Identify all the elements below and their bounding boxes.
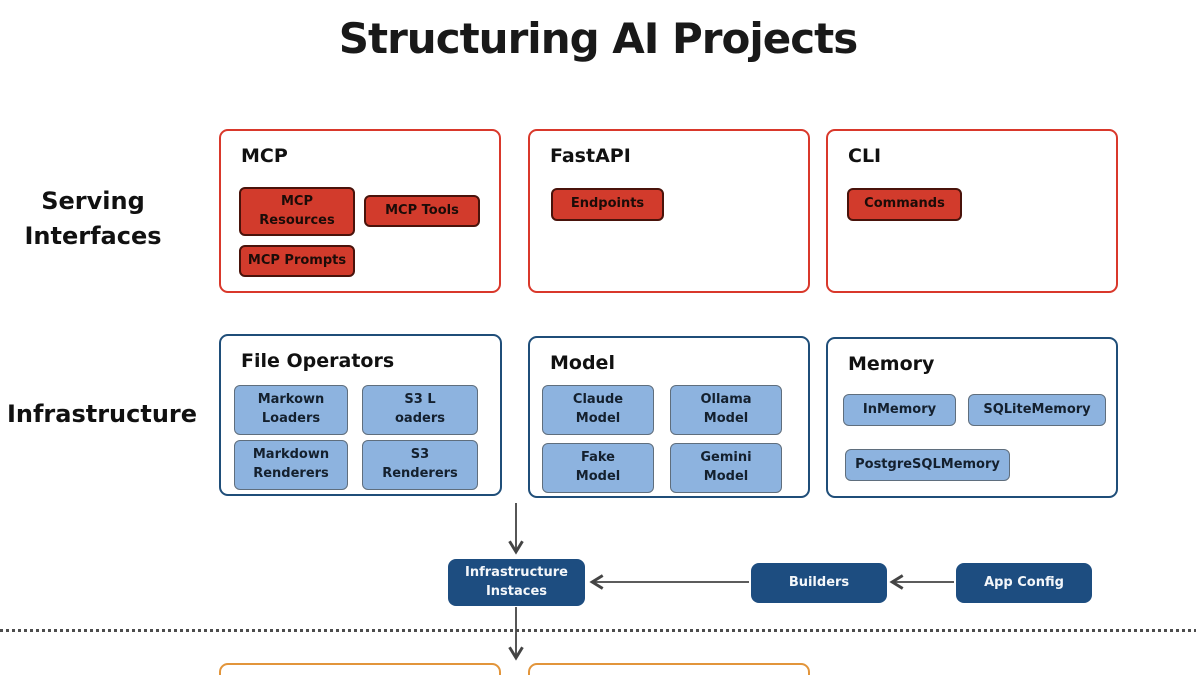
chip-gemini-model: Gemini Model bbox=[670, 443, 782, 493]
chip-ollama-model: Ollama Model bbox=[670, 385, 782, 435]
flow-box-infrastructure-instances: Infrastructure Instaces bbox=[448, 559, 585, 606]
group-box-cli: CLI Commands bbox=[826, 129, 1118, 293]
group-title-model: Model bbox=[550, 352, 615, 374]
row-label-infrastructure: Infrastructure bbox=[6, 400, 198, 428]
chip-markdown-renderers: Markdown Renderers bbox=[234, 440, 348, 490]
chip-postgresqlmemory: PostgreSQLMemory bbox=[845, 449, 1010, 481]
group-title-cli: CLI bbox=[848, 145, 882, 167]
group-box-memory: Memory InMemory SQLiteMemory PostgreSQLM… bbox=[826, 337, 1118, 498]
group-title-fastapi: FastAPI bbox=[550, 145, 631, 167]
chip-inmemory: InMemory bbox=[843, 394, 956, 426]
row-label-serving-interfaces: Serving Interfaces bbox=[24, 187, 162, 250]
chip-claude-model: Claude Model bbox=[542, 385, 654, 435]
chip-mcp-prompts: MCP Prompts bbox=[239, 245, 355, 277]
chip-endpoints: Endpoints bbox=[551, 188, 664, 221]
flow-box-app-config: App Config bbox=[956, 563, 1092, 603]
chip-s3-loaders: S3 L oaders bbox=[362, 385, 478, 435]
group-title-file-operators: File Operators bbox=[241, 350, 395, 372]
chip-s3-renderers: S3 Renderers bbox=[362, 440, 478, 490]
group-box-file-operators: File Operators Markown Loaders S3 L oade… bbox=[219, 334, 502, 496]
chip-commands: Commands bbox=[847, 188, 962, 221]
group-box-mcp: MCP MCP Resources MCP Tools MCP Prompts bbox=[219, 129, 501, 293]
chip-fake-model: Fake Model bbox=[542, 443, 654, 493]
chip-mcp-resources: MCP Resources bbox=[239, 187, 355, 236]
flow-box-builders: Builders bbox=[751, 563, 887, 603]
bottom-box-partial-right bbox=[528, 663, 810, 675]
bottom-box-partial-left bbox=[219, 663, 501, 675]
group-title-mcp: MCP bbox=[241, 145, 288, 167]
chip-sqlitememory: SQLiteMemory bbox=[968, 394, 1106, 426]
group-title-memory: Memory bbox=[848, 353, 935, 375]
group-box-model: Model Claude Model Ollama Model Fake Mod… bbox=[528, 336, 810, 498]
dotted-divider bbox=[0, 629, 1196, 632]
chip-markown-loaders: Markown Loaders bbox=[234, 385, 348, 435]
page-title: Structuring AI Projects bbox=[338, 14, 858, 63]
chip-mcp-tools: MCP Tools bbox=[364, 195, 480, 227]
group-box-fastapi: FastAPI Endpoints bbox=[528, 129, 810, 293]
